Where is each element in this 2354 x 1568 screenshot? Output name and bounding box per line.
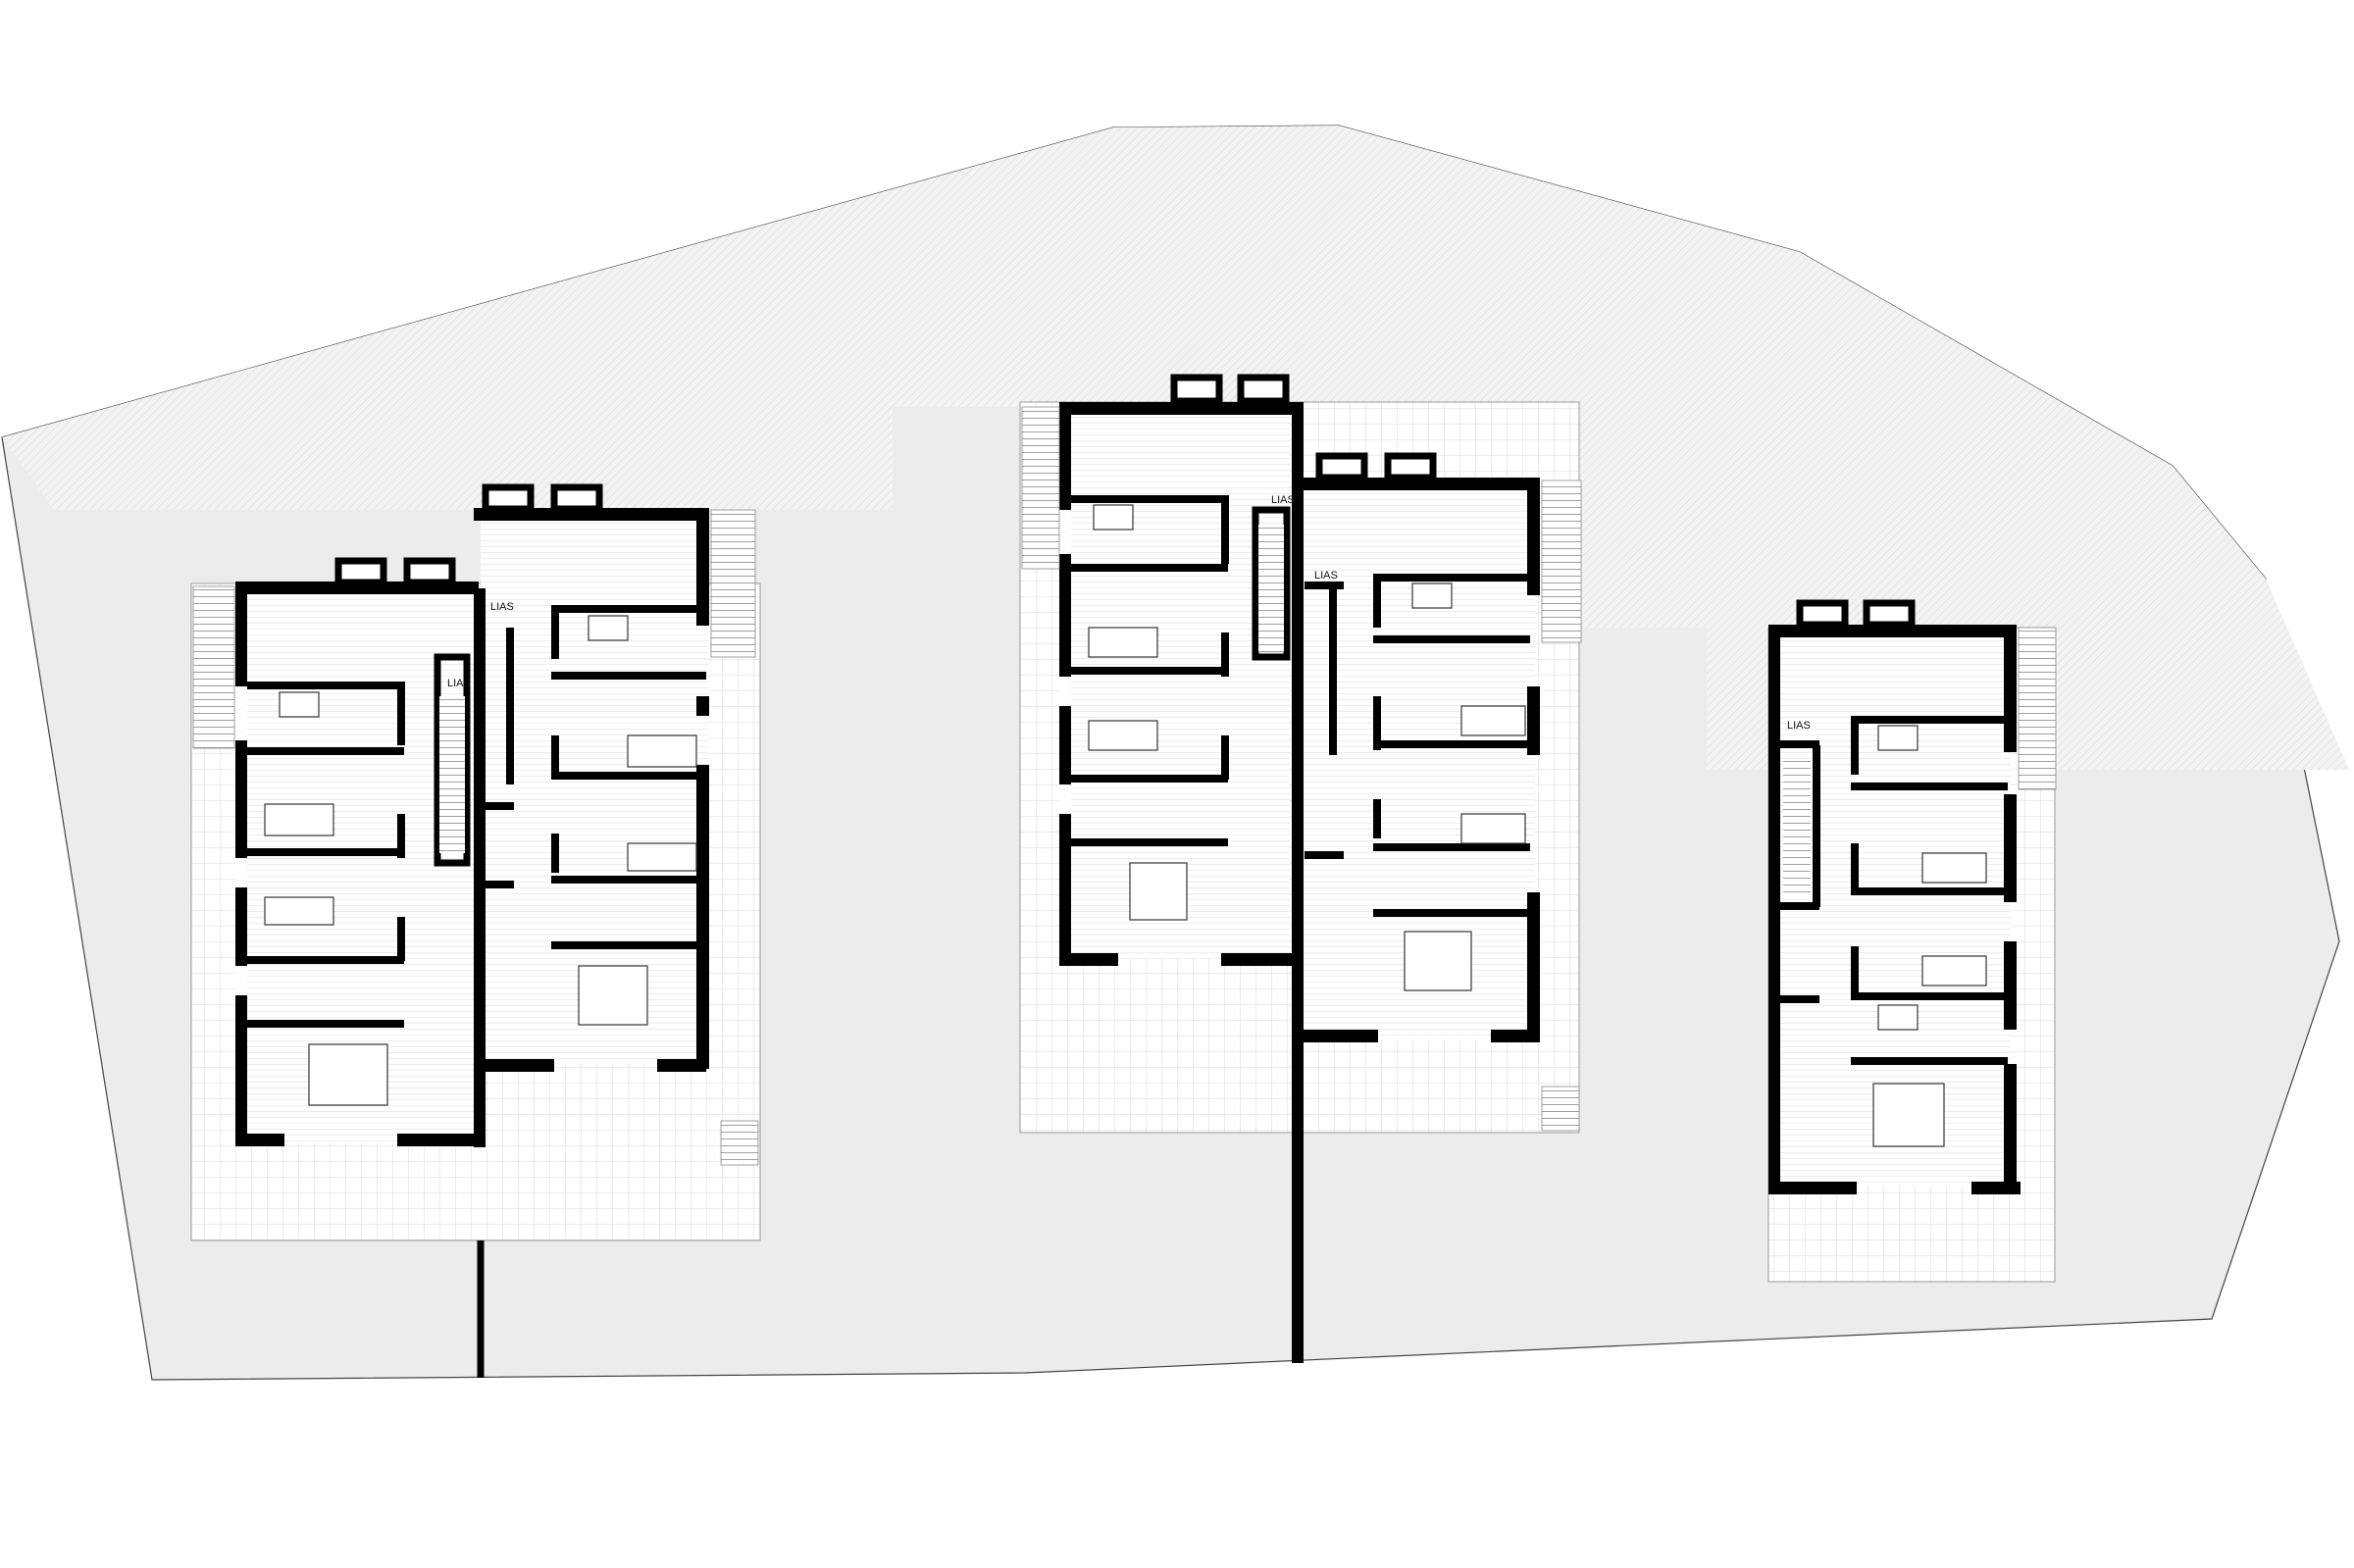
desk — [627, 734, 697, 768]
lift-label: LIAS — [447, 678, 471, 689]
unit-2-stair — [710, 509, 756, 658]
unit-1-balconies — [334, 557, 456, 586]
desk — [264, 803, 334, 836]
unit-4-walls — [1300, 478, 1540, 1042]
bathroom-fixture — [1411, 582, 1453, 609]
bathroom-fixture — [1093, 504, 1134, 531]
desk — [1460, 705, 1526, 736]
building-a — [190, 483, 761, 1378]
lift-label: LIAS — [1271, 494, 1295, 506]
unit-3-stair — [1258, 525, 1284, 652]
bathroom-fixture — [588, 615, 629, 641]
unit-1-walls — [235, 582, 486, 1147]
desk — [1460, 813, 1526, 844]
unit-1-side-stair — [192, 585, 235, 749]
unit-5-balconies — [1796, 599, 1916, 629]
desk — [1088, 720, 1158, 751]
unit-3-walls — [1059, 402, 1304, 1363]
lift-labels: LIAS LIAS LIAS LIAS LIAS — [447, 494, 1811, 732]
building-c — [1767, 599, 2057, 1283]
hatched-terrain-zone — [2, 126, 2349, 770]
desk — [264, 896, 334, 926]
furniture — [264, 504, 1987, 1147]
bed — [1129, 862, 1188, 921]
bed — [308, 1043, 388, 1106]
lift-label: LIAS — [1787, 720, 1811, 732]
unit-4-balconies — [1315, 452, 1437, 481]
lift-label: LIAS — [1314, 570, 1338, 582]
bathroom-fixture — [1877, 725, 1919, 751]
desk — [1921, 955, 1987, 986]
unit-1-stair — [439, 696, 465, 853]
unit-5-side-stair — [2018, 627, 2057, 790]
unit-5-walls — [1768, 625, 2021, 1194]
unit-5-stair — [1783, 760, 1811, 897]
bed — [578, 965, 648, 1026]
desk — [627, 842, 697, 872]
unit-3-side-stair — [1021, 406, 1060, 570]
unit-2-balconies — [482, 483, 603, 513]
desk — [1088, 627, 1158, 658]
unit-4-side-stair — [1541, 480, 1582, 643]
unit-2-garden-stair — [720, 1120, 759, 1166]
unit-3-balconies — [1170, 374, 1290, 405]
bed — [1872, 1083, 1945, 1147]
bathroom-fixture — [279, 691, 320, 718]
desk — [1921, 852, 1987, 884]
lift-label: LIAS — [490, 601, 514, 613]
bed — [1404, 931, 1472, 991]
bathroom-fixture — [1877, 1004, 1919, 1031]
unit-4-garden-stair — [1541, 1086, 1580, 1132]
